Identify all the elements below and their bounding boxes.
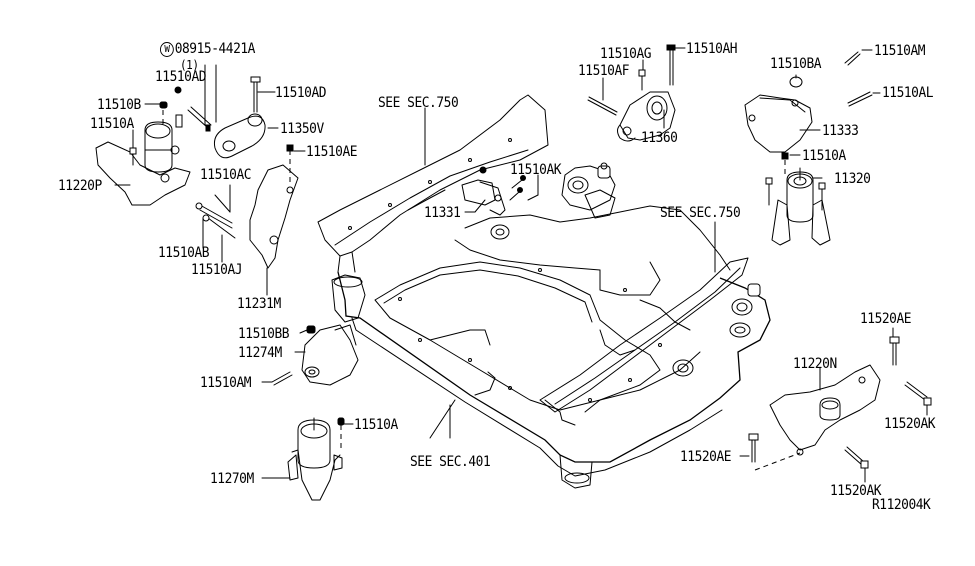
washer-symbol-icon: W: [160, 42, 174, 57]
callout-11333[interactable]: 11333: [822, 123, 859, 139]
mount-11360: [587, 44, 676, 142]
side-member-right: [539, 257, 749, 413]
section-ref-750-left[interactable]: SEE SEC.750: [378, 95, 459, 111]
mount-11220p: [95, 86, 191, 206]
callout-11510af[interactable]: 11510AF: [578, 63, 630, 79]
callout-11320[interactable]: 11320: [834, 171, 871, 187]
callout-11350v[interactable]: 11350V: [280, 121, 324, 137]
callout-11510ba[interactable]: 11510BA: [770, 56, 822, 72]
callout-11510ag[interactable]: 11510AG: [600, 46, 652, 62]
diagram-reference-code: R112004K: [872, 497, 931, 513]
callout-11220p[interactable]: 11220P: [58, 178, 102, 194]
callout-11270m[interactable]: 11270M: [210, 471, 254, 487]
mount-11320: [765, 152, 831, 246]
bracket-11231m: [195, 144, 299, 269]
suspension-member: [331, 162, 771, 489]
part-number-label[interactable]: 08915-4421A: [174, 41, 256, 57]
callout-11510b[interactable]: 11510B: [97, 97, 141, 113]
callout-11274m[interactable]: 11274M: [238, 345, 282, 361]
callout-11331[interactable]: 11331: [424, 205, 461, 221]
callout-11510ab[interactable]: 11510AB: [158, 245, 210, 261]
callout-11360[interactable]: 11360: [641, 130, 678, 146]
torque-rod-11350v: [187, 76, 266, 159]
callout-11510a-1[interactable]: 11510A: [90, 116, 134, 132]
callout-11220n[interactable]: 11220N: [793, 356, 837, 372]
callout-11510a-3[interactable]: 11510A: [802, 148, 846, 164]
bracket-11333: [744, 51, 873, 153]
mount-11270m: [287, 417, 345, 501]
callout-11510ad-1[interactable]: 11510AD: [155, 69, 207, 85]
mount-11274m: [271, 324, 359, 386]
mount-11220n: [748, 336, 932, 471]
callout-11520ae-2[interactable]: 11520AE: [680, 449, 732, 465]
callout-11510a-2[interactable]: 11510A: [354, 417, 398, 433]
callout-11510ah[interactable]: 11510AH: [686, 41, 738, 57]
callout-11510ac[interactable]: 11510AC: [200, 167, 252, 183]
callout-11510bb[interactable]: 11510BB: [238, 326, 290, 342]
quantity-label: (1): [180, 58, 199, 72]
callout-11510ak[interactable]: 11510AK: [510, 162, 562, 178]
bracket-11331: [461, 166, 526, 216]
callout-11520ak-2[interactable]: 11520AK: [830, 483, 882, 499]
callout-11520ak-1[interactable]: 11520AK: [884, 416, 936, 432]
callout-11510am-1[interactable]: 11510AM: [200, 375, 252, 391]
section-ref-401[interactable]: SEE SEC.401: [410, 454, 491, 470]
callout-11510al[interactable]: 11510AL: [882, 85, 934, 101]
section-ref-750-right[interactable]: SEE SEC.750: [660, 205, 741, 221]
callout-11510am-2[interactable]: 11510AM: [874, 43, 926, 59]
side-member-left: [317, 94, 549, 273]
callout-11510ae[interactable]: 11510AE: [306, 144, 358, 160]
callout-11231m[interactable]: 11231M: [237, 296, 281, 312]
callout-11510aj[interactable]: 11510AJ: [191, 262, 243, 278]
leader-lines: [114, 47, 928, 483]
callout-11510ad-2[interactable]: 11510AD: [275, 85, 327, 101]
callout-11520ae-1[interactable]: 11520AE: [860, 311, 912, 327]
